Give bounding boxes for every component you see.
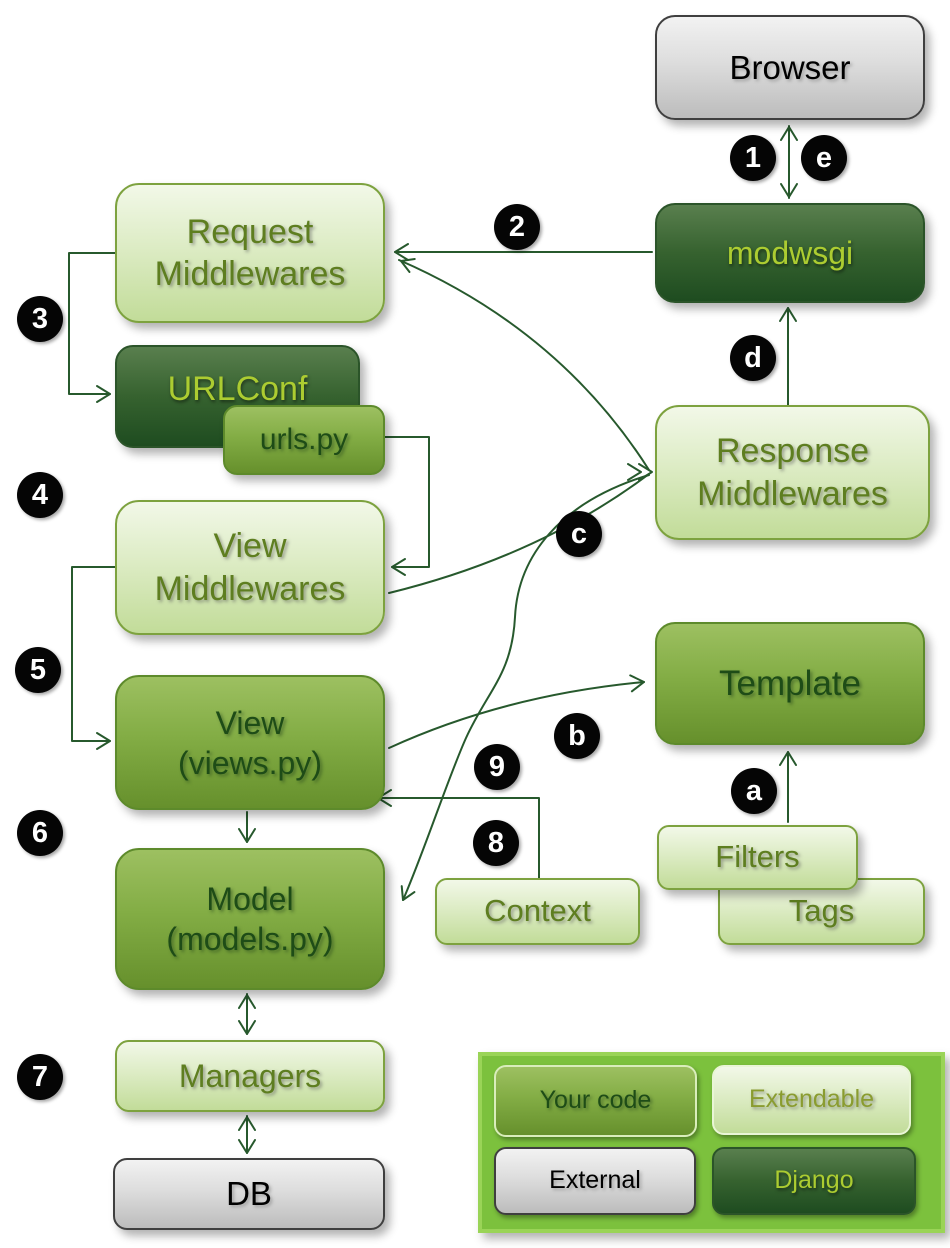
node-browser: Browser [655,15,925,120]
step-badge-7: 7 [17,1054,63,1100]
step-badge-e: e [801,135,847,181]
legend-extendable: Extendable [712,1065,911,1135]
node-db: DB [113,1158,385,1230]
node-view-middlewares: View Middlewares [115,500,385,635]
elbow-viewmw-view [71,566,116,742]
legend-external: External [494,1147,696,1215]
legend-your-code: Your code [494,1065,697,1137]
step-badge-6: 6 [17,810,63,856]
node-context: Context [435,878,640,945]
node-view: View (views.py) [115,675,385,810]
node-template: Template [655,622,925,745]
step-badge-3: 3 [17,296,63,342]
elbow-urlspy-viewmw [384,436,430,568]
elbow-requestmw-urlconf [68,252,116,395]
node-request-middlewares: Request Middlewares [115,183,385,323]
step-badge-a: a [731,768,777,814]
curve-viewmw-responsemw [388,473,650,594]
legend: Your code Extendable External Django [478,1052,945,1233]
step-badge-1: 1 [730,135,776,181]
node-filters: Filters [657,825,858,890]
step-badge-5: 5 [15,647,61,693]
step-badge-d: d [730,335,776,381]
step-badge-c: c [556,511,602,557]
legend-django: Django [712,1147,916,1215]
node-response-middlewares: Response Middlewares [655,405,930,540]
node-managers: Managers [115,1040,385,1112]
curve-view-responsemw-model [402,474,650,901]
step-badge-8: 8 [473,820,519,866]
node-tags: Tags [718,878,925,945]
node-modwsgi: modwsgi [655,203,925,303]
node-urls-py: urls.py [223,405,385,475]
step-badge-2: 2 [494,204,540,250]
step-badge-9: 9 [474,744,520,790]
node-model: Model (models.py) [115,848,385,990]
step-badge-4: 4 [17,472,63,518]
step-badge-b: b [554,713,600,759]
curve-view-template [388,681,645,749]
curve-requestmw-responsemw [398,259,650,471]
